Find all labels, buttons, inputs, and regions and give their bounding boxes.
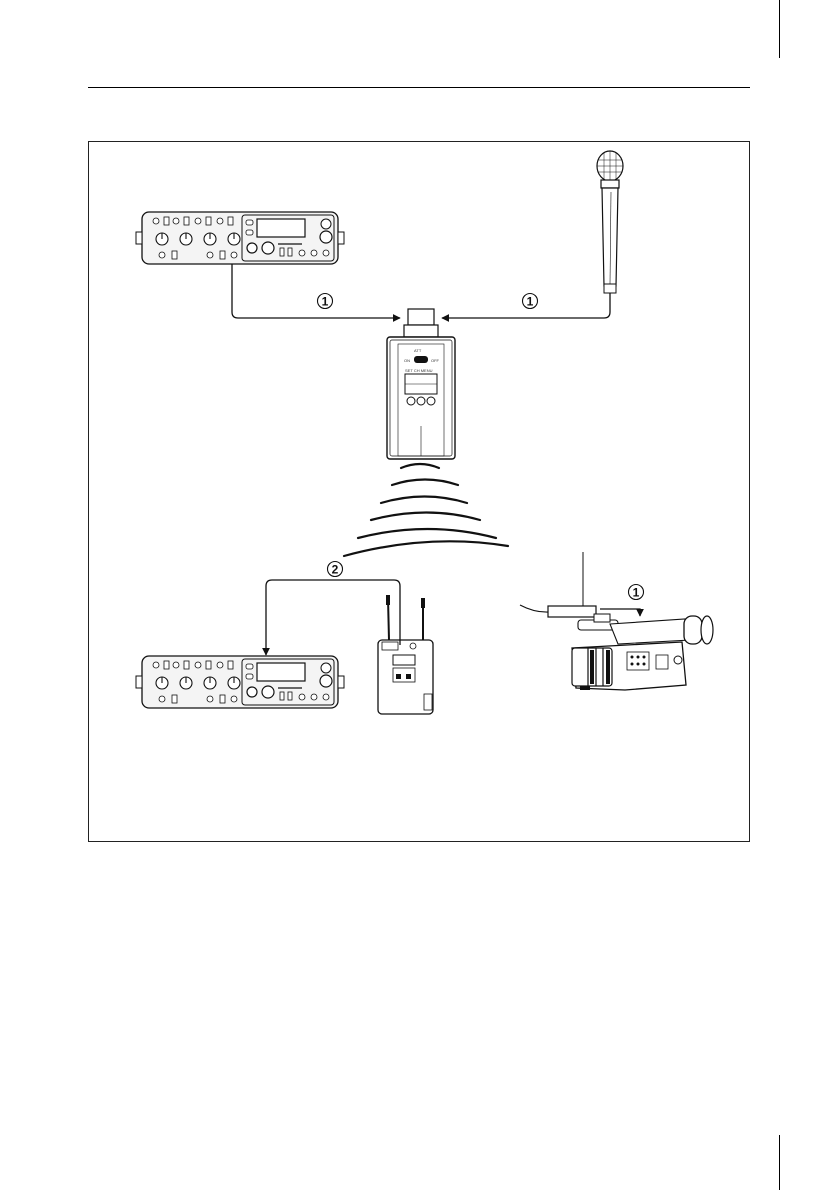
svg-text:2: 2 (332, 563, 339, 577)
transmitter-label-left: ON (404, 358, 410, 363)
audio-mixer-top (136, 212, 344, 264)
callout-1-right: 1 (523, 294, 538, 309)
callout-1-camcorder: 1 (629, 585, 644, 600)
transmitter-label-row1: SET CH MENU (405, 368, 433, 373)
handheld-microphone (597, 151, 623, 293)
radio-waves (344, 464, 508, 556)
svg-text:1: 1 (527, 295, 534, 309)
svg-text:1: 1 (322, 295, 329, 309)
transmitter-label-top: ATT (414, 348, 422, 353)
callout-1-left: 1 (318, 294, 333, 309)
plug-on-transmitter: ATT ON OFF SET CH MENU (387, 309, 455, 459)
camcorder (520, 552, 713, 690)
audio-mixer-bottom (136, 656, 344, 708)
callout-2: 2 (328, 562, 343, 577)
svg-text:1: 1 (633, 586, 640, 600)
connection-mixer-to-transmitter (232, 264, 400, 318)
portable-receiver (378, 595, 433, 714)
transmitter-label-right: OFF (431, 358, 440, 363)
